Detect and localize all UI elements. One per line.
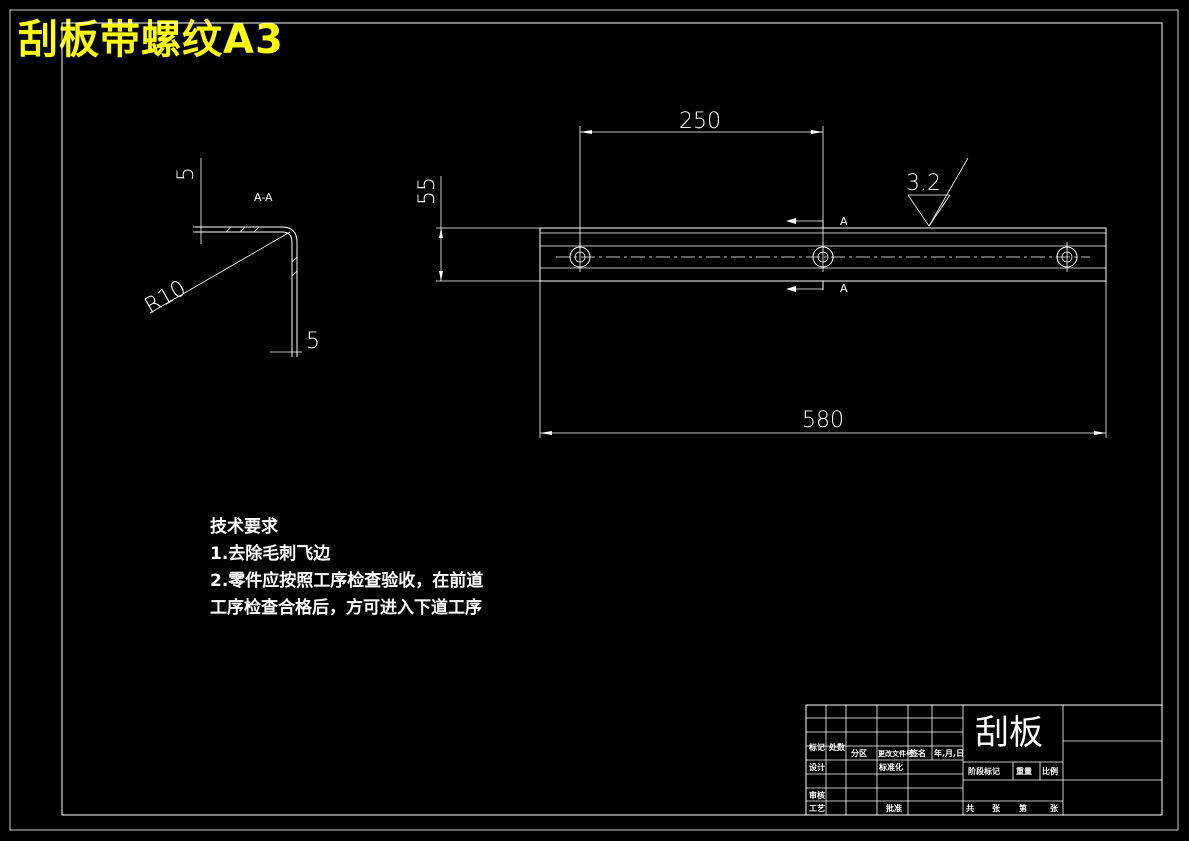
tb-count: 处数 [828, 742, 846, 752]
tb-page: 第 [1019, 803, 1027, 813]
hatch [291, 256, 298, 263]
hatch [253, 226, 260, 233]
outer-bend [281, 226, 298, 243]
roughness-symbol [928, 194, 951, 227]
tb-mark: 标记 [808, 742, 825, 752]
tb-approve: 批准 [886, 803, 902, 813]
dim-bottom-text: 5 [306, 329, 320, 354]
tb-sheets: 张 [992, 804, 1001, 813]
dim-top-text: 5 [174, 167, 199, 181]
tb-weight: 重量 [1016, 766, 1032, 776]
radius-text: R10 [141, 276, 191, 319]
tb-zone: 分区 [851, 748, 867, 758]
tb-process: 工艺 [809, 803, 825, 813]
main-view: 250 55 580 3.2 A A [415, 109, 1107, 438]
section-arrow-head [786, 286, 796, 292]
tb-scale: 比例 [1042, 766, 1058, 776]
tb-total: 共 [966, 803, 974, 813]
inner-frame [61, 22, 1163, 816]
section-mark-top: A [840, 215, 848, 228]
requirements-heading: 技术要求 [210, 517, 278, 537]
requirement-item: 2.零件应按照工序检查验收，在前道 [210, 571, 484, 591]
requirement-item: 1.去除毛刺飞边 [210, 544, 331, 564]
outer-frame [9, 9, 1179, 831]
hatch [291, 270, 298, 277]
tb-design: 设计 [809, 762, 825, 772]
section-arrow-head [786, 218, 796, 224]
dim-length-text: 580 [802, 408, 844, 433]
hatch [239, 226, 246, 233]
section-view: A-A 5 R10 5 [141, 158, 320, 357]
radius-leader [149, 231, 291, 314]
tb-standardize: 标准化 [878, 762, 903, 772]
tb-sheet-of: 张 [1050, 804, 1059, 813]
dim-height-text: 55 [415, 177, 440, 205]
hatch [225, 226, 232, 233]
tb-date: 年,月,日 [934, 748, 964, 758]
section-label: A-A [254, 191, 273, 204]
tb-review: 审核 [809, 790, 825, 800]
title-block: 标记 处数 分区 更改文件号 签名 年,月,日 设计 标准化 审核 工艺 批准 … [805, 704, 1163, 816]
inner-bend [281, 231, 293, 243]
technical-requirements: 技术要求 1.去除毛刺飞边 2.零件应按照工序检查验收，在前道 工序检查合格后，… [210, 514, 483, 622]
tb-signature: 签名 [909, 748, 926, 758]
dim-pitch-text: 250 [679, 109, 721, 134]
tb-stage-mark: 阶段标记 [968, 766, 1000, 776]
section-mark-bottom: A [840, 282, 848, 295]
requirement-item: 工序检查合格后，方可进入下道工序 [210, 598, 482, 618]
roughness-text: 3.2 [906, 171, 941, 196]
tb-change-doc: 更改文件号 [878, 749, 913, 758]
part-name: 刮板 [975, 713, 1043, 753]
